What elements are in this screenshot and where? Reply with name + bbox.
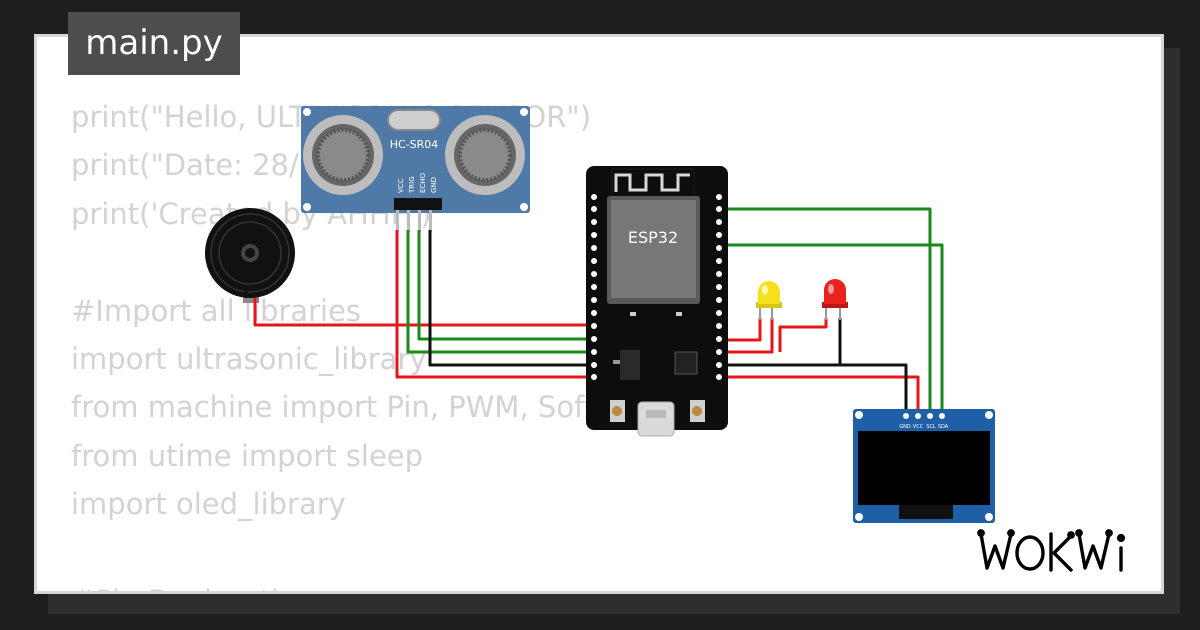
wires: [244, 207, 944, 418]
oled-pin-gnd: GND: [899, 424, 911, 430]
code-line: #Pin Declaration: [71, 577, 642, 591]
oled-pin-vcc: VCC: [913, 424, 924, 430]
pin-label-echo: ECHO: [419, 172, 427, 193]
pin-label-trig: TRIG: [408, 176, 416, 194]
wokwi-logo: [977, 529, 1126, 572]
file-tab-label: main.py: [85, 23, 223, 63]
esp32-label: ESP32: [628, 228, 678, 247]
code-line: #Import all libraries: [71, 293, 362, 328]
red-led[interactable]: [822, 279, 848, 320]
file-tab-main-py[interactable]: main.py: [68, 12, 240, 75]
code-line: import oled_library: [71, 487, 346, 522]
oled-pin-scl: SCL: [926, 424, 936, 430]
code-line: from utime import sleep: [71, 438, 424, 473]
oled-display[interactable]: GND VCC SCL SDA: [853, 409, 995, 523]
ultrasonic-sensor[interactable]: HC-SR04 VCC TRIG ECHO GND: [301, 106, 530, 232]
ultrasonic-label: HC-SR04: [390, 138, 439, 151]
oled-pin-sda: SDA: [938, 424, 949, 430]
yellow-led[interactable]: [756, 281, 782, 320]
buzzer[interactable]: [205, 208, 295, 303]
pin-label-gnd: GND: [430, 177, 438, 193]
code-line: import ultrasonic_library: [71, 341, 427, 376]
esp32-board[interactable]: ESP32: [586, 166, 728, 437]
pin-label-vcc: VCC: [397, 178, 405, 193]
